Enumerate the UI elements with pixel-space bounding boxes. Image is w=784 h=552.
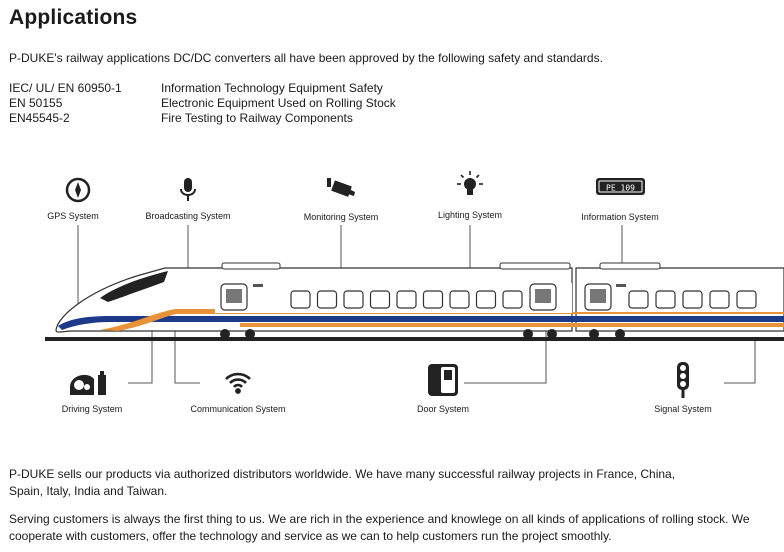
- intro-text: P-DUKE's railway applications DC/DC conv…: [9, 51, 603, 65]
- standard-code: IEC/ UL/ EN 60950-1: [9, 81, 122, 95]
- microphone-icon: [180, 178, 196, 201]
- display-icon: PE 109: [596, 178, 645, 195]
- train-wheel: [523, 329, 533, 339]
- driving-system-label: Driving System: [61, 404, 123, 414]
- train-wheels: [220, 329, 625, 339]
- train-window: [502, 290, 523, 309]
- train-windows: [290, 290, 757, 309]
- lightbulb-icon: [457, 171, 483, 195]
- train-window: [628, 290, 649, 309]
- standard-code: EN 50155: [9, 96, 63, 110]
- train-window: [655, 290, 676, 309]
- rail-track: [45, 337, 784, 341]
- door-system-label: Door System: [416, 404, 470, 414]
- standard-description: Electronic Equipment Used on Rolling Sto…: [161, 96, 396, 110]
- train-window: [682, 290, 703, 309]
- train-diagram: PE 109: [45, 171, 784, 398]
- train-window: [709, 290, 730, 309]
- standard-code: EN45545-2: [9, 111, 70, 125]
- train-window: [369, 290, 391, 309]
- standard-description: Information Technology Equipment Safety: [161, 81, 383, 95]
- wifi-icon: [225, 372, 251, 394]
- train-wheel: [547, 329, 557, 339]
- train-window: [316, 290, 338, 309]
- information-system-label: Information System: [581, 212, 659, 222]
- broadcasting-system-label: Broadcasting System: [145, 211, 231, 221]
- distributors-paragraph: P-DUKE sells our products via authorized…: [9, 467, 676, 498]
- train-window: [396, 290, 417, 309]
- signal-system-label: Signal System: [654, 404, 712, 414]
- train-doors: [220, 283, 626, 311]
- train-wheel: [245, 329, 255, 339]
- train-window: [422, 290, 444, 309]
- standard-description: Fire Testing to Railway Components: [161, 111, 353, 125]
- train-wheel: [589, 329, 599, 339]
- train-window: [736, 290, 757, 309]
- service-paragraph: Serving customers is always the first th…: [9, 512, 750, 543]
- compass-icon: [65, 177, 91, 203]
- lighting-system-label: Lighting System: [437, 210, 503, 220]
- dashboard-icon: [70, 371, 106, 395]
- train-wheel: [220, 329, 230, 339]
- display-readout: PE 109: [606, 184, 635, 193]
- train-body: [55, 262, 784, 333]
- door-icon: [428, 364, 458, 396]
- train-window: [449, 290, 470, 309]
- traffic-light-icon: [677, 362, 689, 398]
- train-wheel: [615, 329, 625, 339]
- page-title: Applications: [9, 6, 138, 29]
- train-window: [343, 290, 364, 309]
- train-window: [290, 290, 311, 309]
- monitoring-system-label: Monitoring System: [303, 212, 379, 222]
- communication-system-label: Communication System: [190, 404, 286, 414]
- gps-system-label: GPS System: [47, 211, 99, 221]
- camera-icon: [327, 178, 355, 197]
- train-window: [475, 290, 497, 309]
